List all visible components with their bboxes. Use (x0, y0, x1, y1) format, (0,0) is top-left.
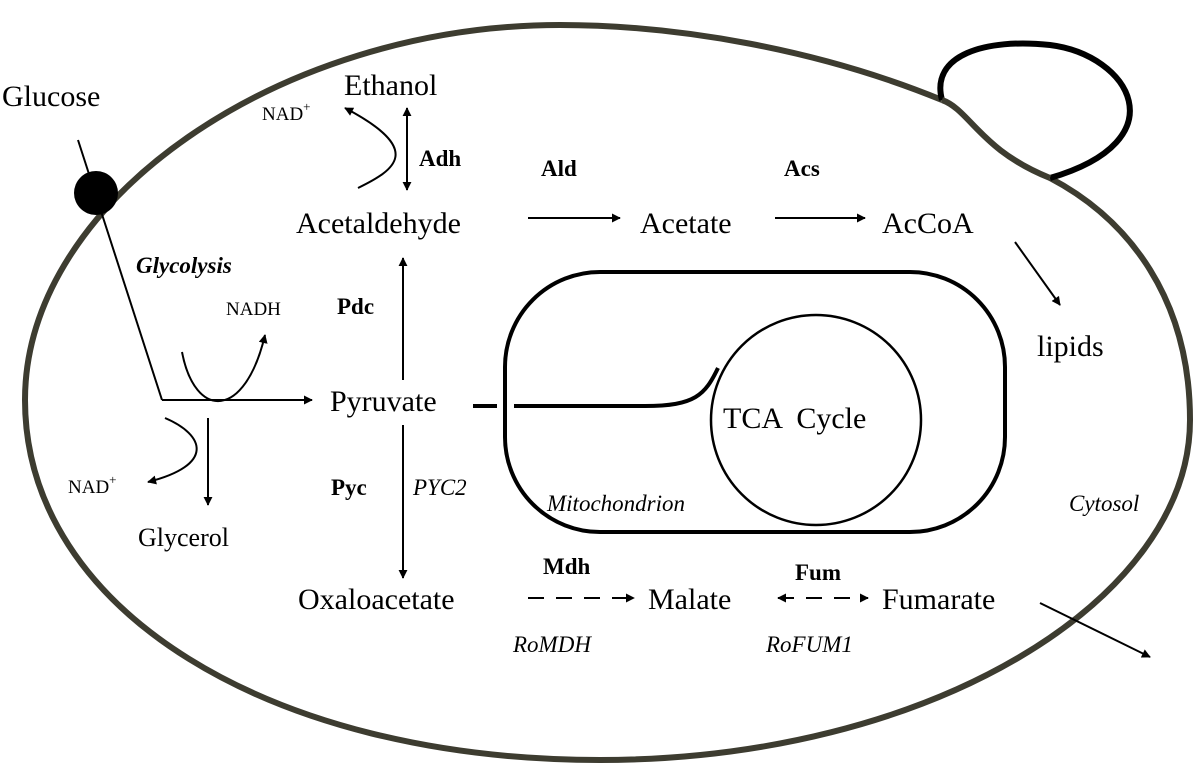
pyruvate-label: Pyruvate (330, 385, 437, 418)
mitochondrion (503, 270, 1007, 534)
tca-cycle-circle (709, 313, 923, 527)
mitochondrion-label: Mitochondrion (546, 491, 685, 516)
nad-bottom-label: NAD+ (68, 472, 117, 498)
oxaloacetate-label: Oxaloacetate (298, 583, 455, 616)
fumarate-export-arrow (1039, 602, 1151, 658)
accoa-label: AcCoA (882, 207, 974, 240)
pyruvate-import-line (473, 367, 720, 408)
cell-membrane (21, 21, 1194, 764)
fum-enzyme-label: Fum (795, 560, 841, 585)
lipids-arrow (1014, 241, 1061, 306)
nad-top-sup: + (303, 99, 310, 114)
nad-top-label: NAD+ (262, 99, 311, 125)
tca-cycle-label: TCA Cycle (723, 402, 866, 435)
pyc2-gene-label: PYC2 (412, 475, 467, 500)
pyc-enzyme-label: Pyc (331, 475, 367, 500)
acs-enzyme-label: Acs (784, 156, 820, 181)
nad-bottom-base: NAD (68, 477, 109, 498)
adh-enzyme-label: Adh (419, 146, 461, 171)
ethanol-label: Ethanol (344, 69, 437, 102)
glycerol-label: Glycerol (138, 523, 229, 552)
mdh-enzyme-label: Mdh (543, 554, 591, 579)
ald-enzyme-label: Ald (541, 156, 577, 181)
bud-neck (940, 97, 1052, 181)
acetaldehyde-label: Acetaldehyde (296, 207, 461, 240)
nad-top-base: NAD (262, 104, 303, 125)
nadh-label: NADH (226, 299, 281, 320)
nadh-curve (181, 334, 268, 403)
glucose-transporter (74, 171, 118, 215)
fumarate-label: Fumarate (882, 583, 995, 616)
malate-label: Malate (648, 583, 731, 616)
lipids-label: lipids (1037, 330, 1104, 363)
cytosol-label: Cytosol (1069, 491, 1139, 516)
nad-bottom-sup: + (109, 472, 116, 487)
acetate-label: Acetate (640, 207, 732, 240)
rofum1-gene-label: RoFUM1 (765, 632, 853, 657)
glycolysis-label: Glycolysis (136, 253, 232, 278)
nad-top-curve (344, 107, 397, 189)
nad-bottom-curve (147, 417, 198, 485)
glucose-label: Glucose (2, 80, 100, 113)
pdc-enzyme-label: Pdc (337, 294, 374, 319)
bud (937, 40, 1133, 181)
romdh-gene-label: RoMDH (512, 632, 592, 657)
